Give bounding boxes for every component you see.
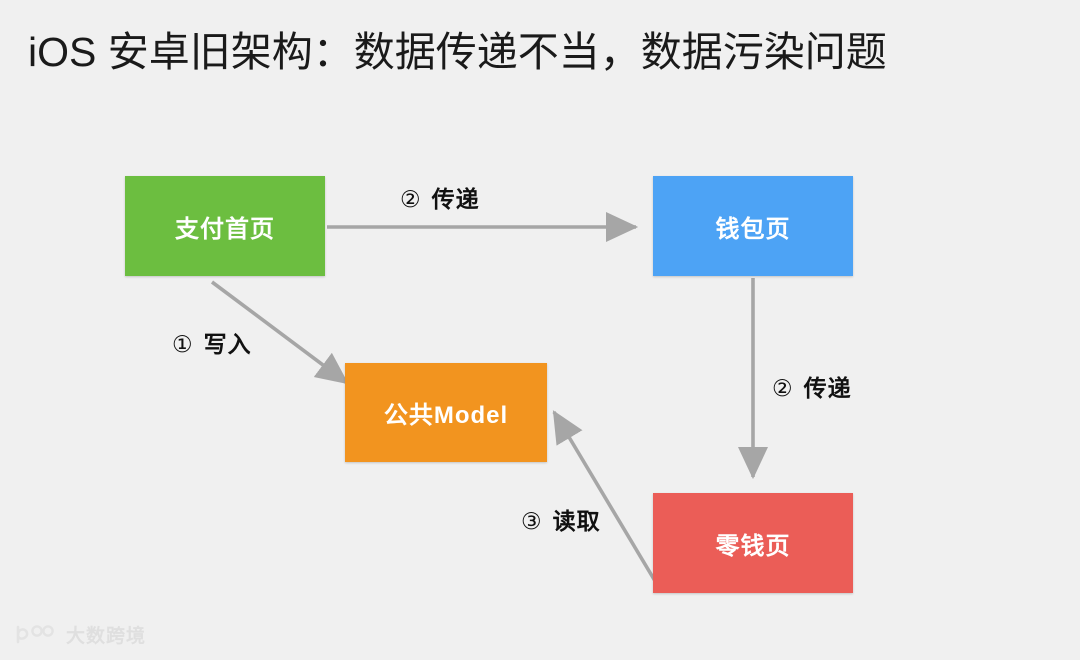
arrow-layer [210, 211, 769, 592]
edge-text-pass-top: 传递 [431, 186, 480, 212]
edge-change-to-common-model [552, 410, 663, 592]
edge-text-write: 写入 [203, 331, 252, 357]
node-pay-home-label: 支付首页 [175, 215, 275, 243]
edge-label-write: ① 写入 [172, 325, 252, 359]
edge-label-pass-right: ② 传递 [772, 369, 852, 403]
brand-logo-icon [16, 624, 54, 643]
watermark-text: 大数跨境 [66, 626, 147, 647]
node-pay-home[interactable]: 支付首页 [125, 176, 325, 276]
node-change-label: 零钱页 [715, 532, 791, 560]
diagram-canvas: 支付首页 钱包页 公共Model 零钱页 ② 传递 ① 写入 ② 传递 ③ 读取 [0, 96, 1080, 660]
edge-number-2-right: ② [772, 375, 794, 401]
node-common-model-label: 公共Model [383, 402, 509, 429]
edge-label-read: ③ 读取 [521, 502, 601, 536]
edge-pay-home-to-common-model [210, 280, 349, 385]
page-title: iOS 安卓旧架构：数据传递不当，数据污染问题 [28, 29, 887, 75]
watermark: 大数跨境 [14, 621, 146, 648]
edge-number-3: ③ [521, 508, 543, 534]
edge-text-read: 读取 [552, 508, 601, 534]
edge-text-pass-right: 传递 [803, 375, 852, 401]
node-common-model[interactable]: 公共Model [345, 363, 547, 462]
node-wallet[interactable]: 钱包页 [653, 176, 853, 276]
edge-number-1: ① [172, 331, 194, 357]
node-change[interactable]: 零钱页 [653, 493, 853, 593]
edge-label-pass-top: ② 传递 [400, 180, 480, 214]
title-bar: iOS 安卓旧架构：数据传递不当，数据污染问题 [0, 0, 1080, 96]
edge-number-2-top: ② [400, 186, 422, 212]
node-wallet-label: 钱包页 [715, 215, 791, 243]
